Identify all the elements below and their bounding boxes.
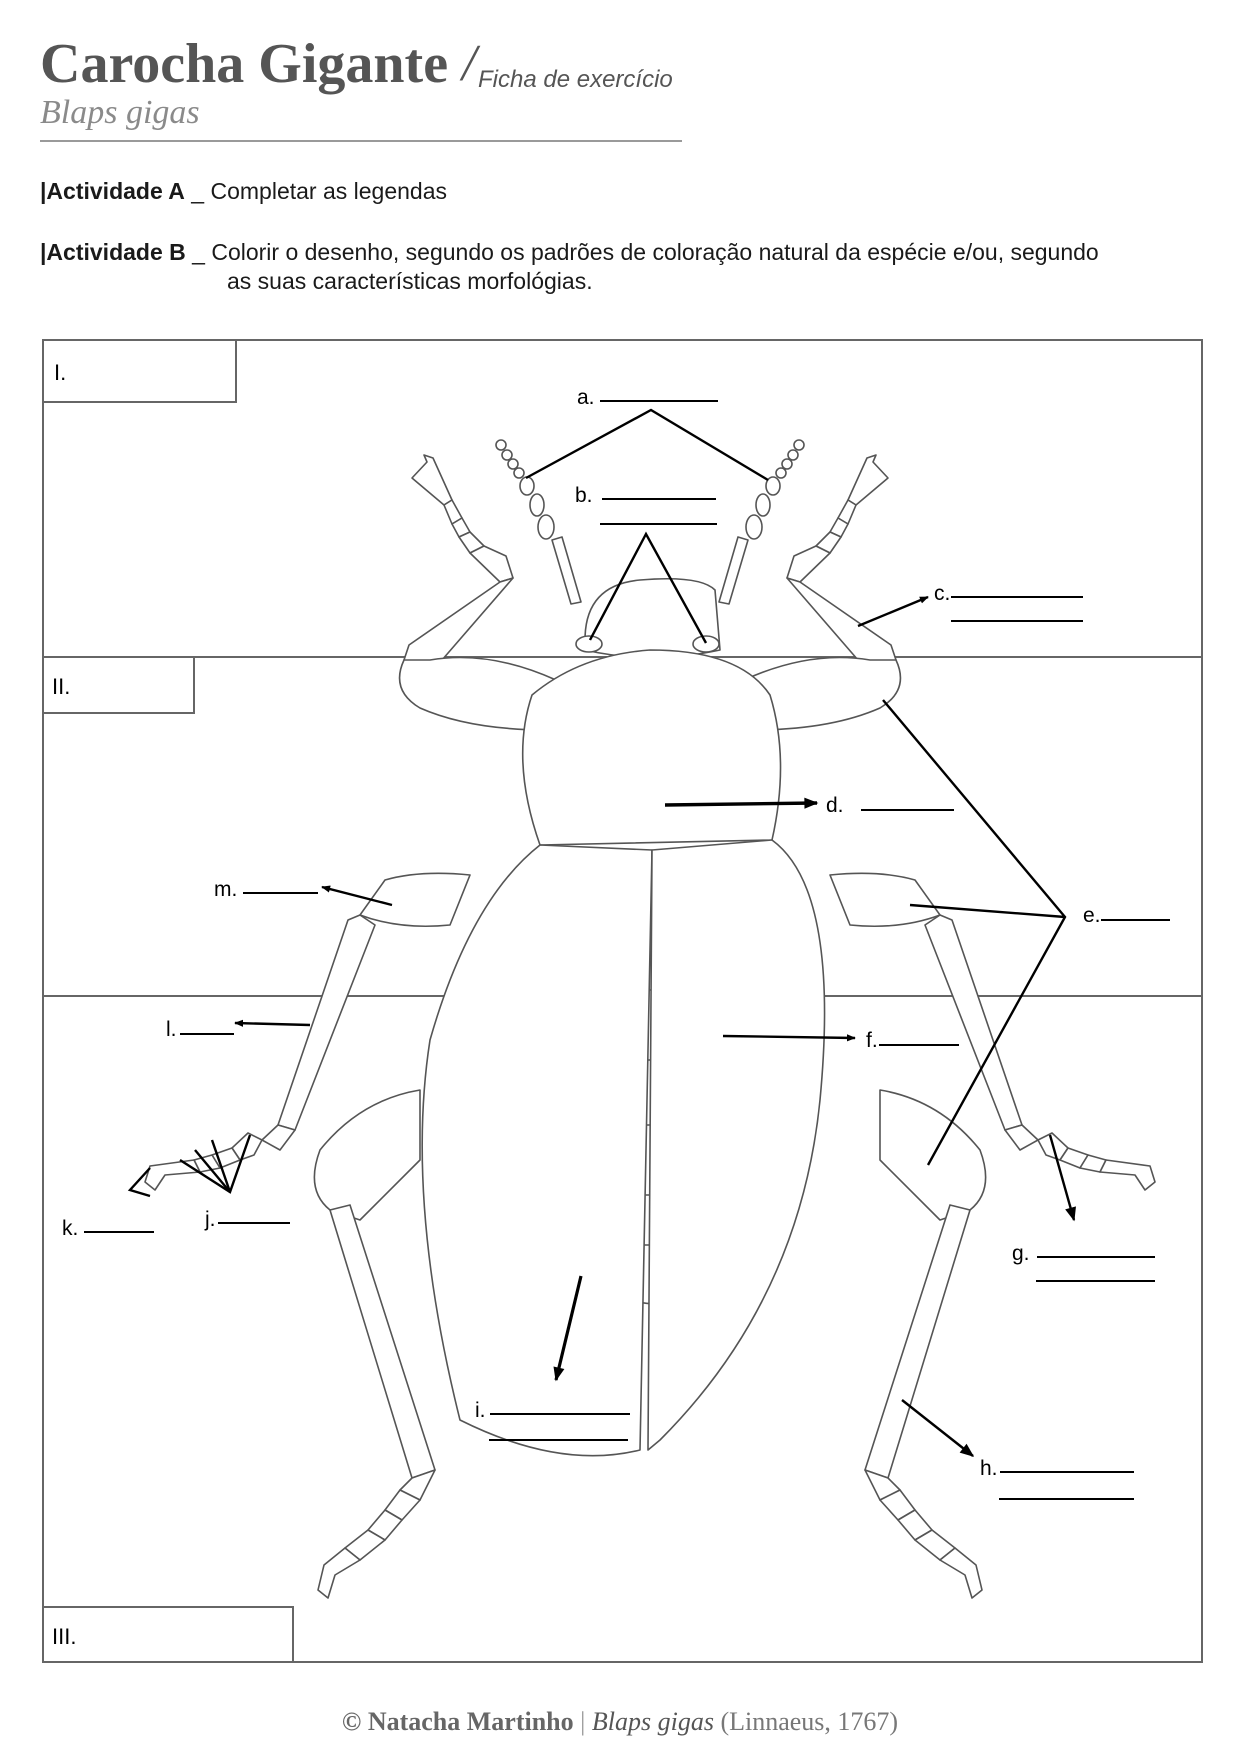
eye-right — [693, 636, 719, 652]
footer-separator: | — [580, 1707, 585, 1736]
section-label-1: I. — [54, 360, 66, 385]
hind-leg-right — [865, 1090, 986, 1598]
label-i: i. — [475, 1399, 486, 1422]
section-label-2: II. — [52, 674, 70, 699]
label-b: b. — [575, 484, 593, 507]
pointer-l — [235, 1023, 310, 1025]
footer-copyright: © Natacha Martinho — [342, 1707, 574, 1736]
label-j: j. — [204, 1208, 216, 1231]
label-c: c. — [934, 582, 950, 605]
pointer-h — [902, 1400, 973, 1456]
section-box-1 — [43, 340, 236, 402]
section-box-3 — [43, 1607, 293, 1662]
label-k: k. — [62, 1217, 78, 1240]
label-e: e. — [1083, 904, 1101, 927]
label-a: a. — [577, 386, 595, 409]
elytron-right — [648, 840, 825, 1450]
label-f: f. — [866, 1029, 878, 1052]
pronotum — [523, 650, 781, 845]
pointer-c — [858, 597, 928, 626]
label-h: h. — [980, 1457, 998, 1480]
elytron-left — [422, 845, 652, 1456]
label-m: m. — [214, 878, 237, 901]
footer-species: Blaps gigas — [592, 1707, 714, 1736]
label-l: l. — [166, 1018, 177, 1041]
section-label-3: III. — [52, 1624, 76, 1649]
footer-credit: © Natacha Martinho | Blaps gigas (Linnae… — [0, 1707, 1240, 1737]
footer-authority: (Linnaeus, 1767) — [720, 1707, 898, 1736]
beetle-drawing — [145, 440, 1155, 1598]
label-d: d. — [826, 794, 844, 817]
hind-leg-left — [314, 1090, 435, 1598]
middle-leg-left — [145, 873, 470, 1190]
eye-left — [576, 636, 602, 652]
pointer-a — [526, 410, 768, 480]
pointer-d — [665, 803, 817, 805]
label-g: g. — [1012, 1242, 1030, 1265]
pointer-e — [883, 700, 1065, 1165]
